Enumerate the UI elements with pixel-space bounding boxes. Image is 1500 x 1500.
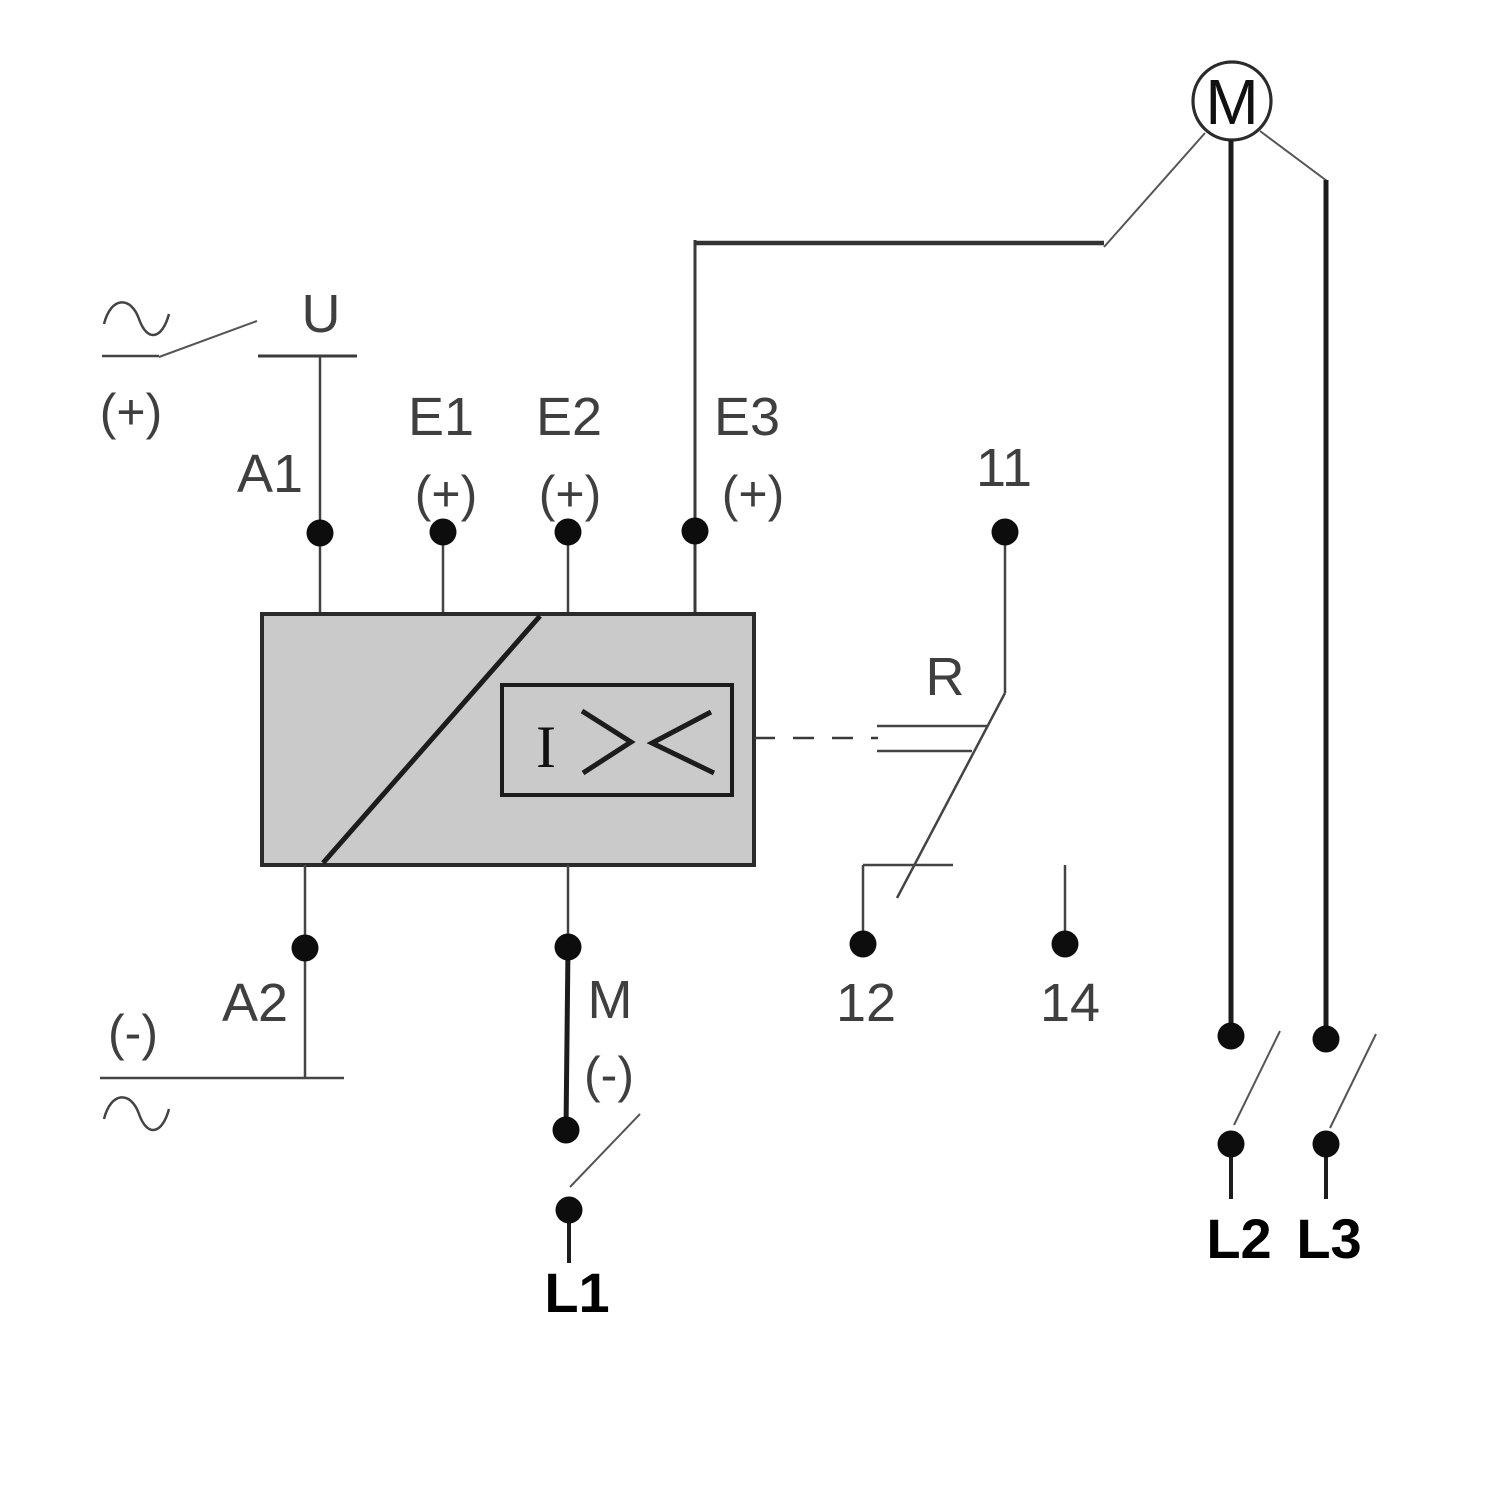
terminal-11-label: 11 bbox=[976, 438, 1032, 498]
dot-l3-switch-top bbox=[1312, 1025, 1340, 1053]
device-input-labels: A1 E1 (+) E2 (+) E3 (+) 11 bbox=[237, 387, 1032, 522]
current-symbol-label: I bbox=[536, 714, 556, 780]
dot-e1 bbox=[429, 518, 457, 546]
dot-l2-switch-top bbox=[1217, 1022, 1245, 1050]
ac-sine-icon bbox=[102, 301, 171, 337]
dot-14 bbox=[1051, 930, 1079, 958]
l2-label: L2 bbox=[1206, 1207, 1271, 1270]
current-window-arrow-right-icon bbox=[580, 708, 636, 776]
ac-sine-icon-bottom bbox=[102, 1096, 171, 1132]
current-monitor-box bbox=[500, 683, 734, 797]
m-output-label: M bbox=[588, 970, 633, 1030]
dot-e3 bbox=[681, 517, 709, 545]
e3-polarity-label: (+) bbox=[722, 466, 785, 522]
e3-label: E3 bbox=[714, 387, 780, 447]
wire-m-heavy bbox=[563, 946, 571, 1131]
dot-l1-switch-bottom bbox=[555, 1196, 583, 1224]
l3-label: L3 bbox=[1296, 1207, 1361, 1270]
e1-label: E1 bbox=[408, 387, 474, 447]
terminal-12-label: 12 bbox=[836, 973, 896, 1033]
u-label: U bbox=[302, 284, 341, 344]
l1-label: L1 bbox=[544, 1261, 609, 1324]
dot-a1 bbox=[306, 519, 334, 547]
supply-bottom: A2 (-) bbox=[100, 865, 344, 1132]
motor-lead-right bbox=[1259, 130, 1328, 182]
relay-name-label: R bbox=[926, 647, 965, 707]
terminal-14-label: 14 bbox=[1040, 973, 1100, 1033]
dot-l2-switch-bottom bbox=[1217, 1130, 1245, 1158]
supply-plus-label: (+) bbox=[100, 384, 163, 440]
relay-contact-arm bbox=[895, 692, 1007, 899]
a2-label: A2 bbox=[222, 973, 288, 1033]
dot-11 bbox=[991, 518, 1019, 546]
motor-branch: M L2 L3 bbox=[1103, 60, 1377, 1270]
connection-dots bbox=[291, 517, 1340, 1224]
dot-e2 bbox=[554, 518, 582, 546]
e2-polarity-label: (+) bbox=[539, 466, 602, 522]
e1-polarity-label: (+) bbox=[415, 466, 478, 522]
device-diagonal-divider bbox=[321, 614, 542, 865]
dot-l3-switch-bottom bbox=[1312, 1130, 1340, 1158]
supply-minus-label: (-) bbox=[108, 1005, 158, 1061]
dot-m bbox=[554, 933, 582, 961]
l2-switch-blade bbox=[1233, 1030, 1281, 1126]
e2-label: E2 bbox=[536, 387, 602, 447]
dot-a2 bbox=[291, 934, 319, 962]
l3-switch-blade bbox=[1329, 1033, 1377, 1129]
dot-l1-switch-top bbox=[552, 1116, 580, 1144]
current-window-arrow-left-icon bbox=[646, 709, 716, 776]
l1-switch-blade bbox=[569, 1113, 641, 1188]
m-polarity-label: (-) bbox=[584, 1047, 634, 1103]
device-input-wires bbox=[318, 240, 1104, 616]
a1-label: A1 bbox=[237, 444, 303, 504]
motor-lead-left bbox=[1103, 132, 1206, 248]
supply-switch-blade bbox=[158, 320, 258, 358]
relay-contact: R 12 14 bbox=[754, 532, 1100, 1033]
motor-label: M bbox=[1205, 66, 1258, 138]
dot-12 bbox=[849, 930, 877, 958]
output-m-branch: M (-) L1 bbox=[544, 865, 641, 1324]
device-box: I bbox=[260, 612, 756, 867]
supply-top: U (+) bbox=[100, 284, 357, 440]
